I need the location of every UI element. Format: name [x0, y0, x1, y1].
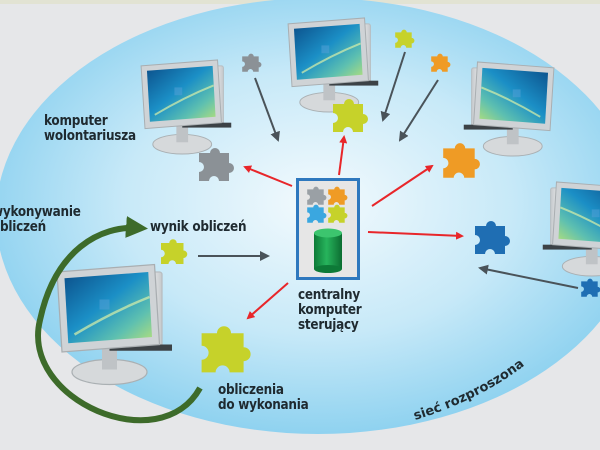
- label-line: komputer: [44, 113, 108, 129]
- central-server-icon: [307, 186, 348, 273]
- dispatch-arrow-bottom-left: [246, 282, 289, 320]
- label-line: wolontariusza: [44, 128, 136, 144]
- dispatch-arrow-top-left: [243, 165, 293, 187]
- label-line: do wykonania: [218, 397, 309, 413]
- label-performing-computations: wykonywanie obliczeń: [0, 205, 81, 235]
- return-arrow-top-right: [398, 79, 439, 142]
- label-line: obliczenia: [218, 382, 284, 398]
- dispatch-arrow-right: [367, 231, 464, 240]
- label-line: wynik obliczeń: [150, 219, 247, 235]
- server-puzzle-orange: [328, 186, 348, 205]
- server-puzzle-lime: [328, 204, 348, 223]
- label-line: obliczeń: [0, 219, 46, 235]
- label-computation-result: wynik obliczeń: [150, 219, 247, 235]
- label-computations-to-do: obliczenia do wykonania: [218, 382, 309, 413]
- dispatch-arrow-top-center: [338, 135, 348, 176]
- server-puzzle-gray: [307, 186, 327, 205]
- label-line: centralny: [298, 287, 360, 303]
- database-icon: [314, 228, 342, 273]
- dispatch-arrow-top-right: [371, 164, 434, 207]
- central-server-box: [296, 178, 360, 280]
- label-line: sterujący: [298, 317, 359, 333]
- label-volunteer-computer: komputer wolontariusza: [44, 114, 136, 144]
- return-arrow-right: [478, 264, 579, 289]
- label-central-computer: centralny komputer sterujący: [298, 287, 362, 333]
- processing-cycle-arrow: [35, 215, 203, 424]
- label-line: komputer: [298, 302, 362, 318]
- return-arrow-top-left: [254, 77, 280, 142]
- server-puzzle-blue: [307, 204, 327, 223]
- return-arrow-top-center: [380, 51, 406, 122]
- label-line: wykonywanie: [0, 204, 81, 220]
